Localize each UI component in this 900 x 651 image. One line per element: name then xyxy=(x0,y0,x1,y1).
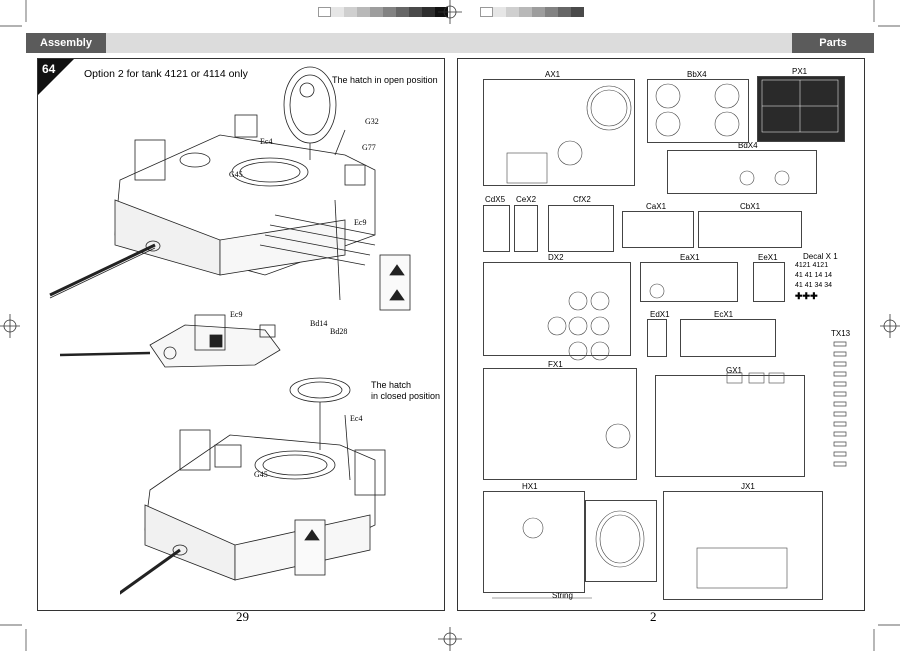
sprue-jx1 xyxy=(663,491,823,600)
sprue-label-jx1: JX1 xyxy=(741,482,755,491)
sprue-fx1 xyxy=(483,368,637,480)
sprue-cex2 xyxy=(514,205,538,252)
option-text: Option 2 for tank 4121 or 4114 only xyxy=(84,68,248,80)
registration-mark-top xyxy=(438,0,462,24)
sprue-label-cfx2: CfX2 xyxy=(573,195,591,204)
sprue-cax1 xyxy=(622,211,694,248)
left-page-number: 29 xyxy=(236,609,249,624)
registration-mark-left xyxy=(0,314,20,338)
part-label-g45: G45 xyxy=(229,170,243,179)
sprue-label-ax1: AX1 xyxy=(545,70,561,79)
closed-hatch-note-1: The hatch xyxy=(371,380,412,390)
decal-line-1: 4121 4121 xyxy=(795,262,829,269)
sprue-label-cax1: CaX1 xyxy=(646,202,667,211)
sprue-cdx5 xyxy=(483,205,510,252)
part-label-ec4-closed: Ec4 xyxy=(350,414,363,423)
sprue-label-cex2: CeX2 xyxy=(516,195,537,204)
sprue-label-gx1: GX1 xyxy=(726,366,743,375)
turret-open-hatch-drawing xyxy=(49,66,411,311)
closed-hatch-note-2: in closed position xyxy=(371,391,441,401)
sprue-label-dx2: DX2 xyxy=(548,253,564,262)
right-page-number: 2 xyxy=(650,609,657,624)
sprue-ax1 xyxy=(483,79,635,186)
decal-crosses: ✚✚✚ xyxy=(795,291,818,301)
sprue-label-bbx4: BbX4 xyxy=(687,70,707,79)
decal-line-3: 41 41 34 34 xyxy=(795,282,832,289)
registration-mark-bottom xyxy=(438,627,462,651)
sprue-label-ecx1: EcX1 xyxy=(714,310,734,319)
part-label-ec9: Ec9 xyxy=(354,218,367,227)
sprue-label-px1: PX1 xyxy=(792,67,808,76)
sprue-label-bdx4: BdX4 xyxy=(738,141,758,150)
sprue-label-edx1: EdX1 xyxy=(650,310,670,319)
turret-side-view-drawing xyxy=(59,314,281,368)
sprue-label-cbx1: CbX1 xyxy=(740,202,761,211)
sprue-bbx4 xyxy=(647,79,749,143)
sprue-hx1 xyxy=(483,491,585,593)
part-label-ec9-side: Ec9 xyxy=(230,310,243,319)
sprue-label-tx13: TX13 xyxy=(831,329,851,338)
sprue-label-fx1: FX1 xyxy=(548,360,563,369)
sprue-label-decal: Decal X 1 xyxy=(803,252,838,261)
part-label-g45-closed: G45 xyxy=(254,470,268,479)
sprue-ecx1 xyxy=(680,319,776,357)
part-label-bd28: Bd28 xyxy=(330,327,348,336)
sprue-gx1 xyxy=(655,375,805,477)
sprue-label-eax1: EaX1 xyxy=(680,253,700,262)
sprue-cbx1 xyxy=(698,211,802,248)
turret-closed-hatch-drawing xyxy=(120,377,386,595)
part-label-g32: G32 xyxy=(365,117,379,126)
color-registration-bar-right xyxy=(480,7,584,17)
sprue-ring xyxy=(585,500,657,582)
decal-sheet: 4121 4121 41 41 14 14 41 41 34 34 ✚✚✚ xyxy=(795,261,843,306)
sprue-eax1 xyxy=(640,262,738,302)
sprue-bdx4 xyxy=(667,150,817,194)
sprue-label-hx1: HX1 xyxy=(522,482,538,491)
decal-line-2: 41 41 14 14 xyxy=(795,272,832,279)
sprue-dx2 xyxy=(483,262,631,356)
step-number: 64 xyxy=(42,62,56,76)
part-label-ec4: Ec4 xyxy=(260,137,273,146)
sprue-px1 xyxy=(757,76,845,142)
registration-mark-right xyxy=(880,314,900,338)
part-label-g77: G77 xyxy=(362,143,376,152)
open-hatch-note: The hatch in open position xyxy=(332,75,438,85)
header-band xyxy=(26,33,874,53)
track-links xyxy=(832,340,848,470)
sprue-cfx2 xyxy=(548,205,614,252)
sprue-edx1 xyxy=(647,319,667,357)
step-badge: 64 xyxy=(38,59,74,95)
sprue-eex1 xyxy=(753,262,785,302)
parts-header: Parts xyxy=(792,33,874,53)
assembly-header: Assembly xyxy=(26,33,106,53)
sprue-label-string: String xyxy=(552,591,573,600)
sprue-label-cdx5: CdX5 xyxy=(485,195,506,204)
part-label-bd14: Bd14 xyxy=(310,319,328,328)
sprue-details xyxy=(492,79,839,599)
sprue-label-eex1: EeX1 xyxy=(758,253,778,262)
